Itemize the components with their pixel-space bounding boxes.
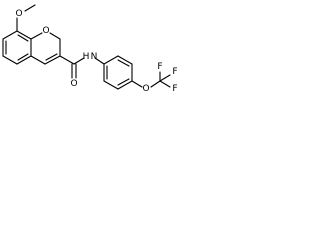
bond-c4a-c5 xyxy=(16,55,32,65)
bond-c8a-o1 xyxy=(30,32,43,40)
bond-lines xyxy=(2,4,171,90)
atom-labels: O O H N O O F F F xyxy=(15,9,177,94)
bond-c3-c4-double xyxy=(45,53,58,61)
atom-label-ring-oxygen: O xyxy=(42,26,49,36)
bond-o1-c2 xyxy=(49,32,61,40)
bond-ph-c1-c2 xyxy=(103,55,119,65)
atom-label-fluorine-right: F xyxy=(172,67,177,77)
atom-label-amide-nitrogen: N xyxy=(91,52,98,62)
atom-label-amide-hydrogen: H xyxy=(83,52,90,62)
bond-inner-c8-c8a xyxy=(17,34,29,42)
bond-c8-c8a xyxy=(16,30,32,40)
bond-c3-c4 xyxy=(44,55,61,65)
atom-label-carbonyl-oxygen: O xyxy=(70,79,77,89)
bond-ph-c5-c6 xyxy=(103,80,119,90)
bond-carbonyl-nitrogen xyxy=(73,57,85,65)
bond-ph-c2-c3 xyxy=(117,55,133,65)
bond-c5-c6 xyxy=(2,55,18,65)
atom-label-fluorine-bottom: F xyxy=(172,84,177,94)
bond-nitrogen-phenyl xyxy=(94,57,105,65)
bond-c4-c4a xyxy=(30,55,46,65)
bond-inner-c4a-c5 xyxy=(17,53,29,61)
bond-c7-c8 xyxy=(2,30,18,40)
bond-ether-oxygen-cf3 xyxy=(150,80,161,88)
bond-cf3-fluorine-right xyxy=(159,74,171,82)
bond-phenyl-ether-oxygen xyxy=(131,80,143,88)
bond-ph-inner-a xyxy=(117,59,130,67)
chemical-structure-diagram: O O H N O O F F F xyxy=(2,4,178,94)
atom-label-ether-oxygen: O xyxy=(142,84,149,94)
bond-c3-carbonyl xyxy=(59,55,75,65)
bond-methyl-oxygen xyxy=(24,4,36,12)
bond-cf3-fluorine-bottom xyxy=(159,80,171,88)
atom-label-methoxy-oxygen: O xyxy=(15,9,22,19)
atom-label-fluorine-top: F xyxy=(157,62,162,72)
bond-ph-c4-c5 xyxy=(117,80,133,90)
bond-ph-inner-b xyxy=(117,78,130,86)
